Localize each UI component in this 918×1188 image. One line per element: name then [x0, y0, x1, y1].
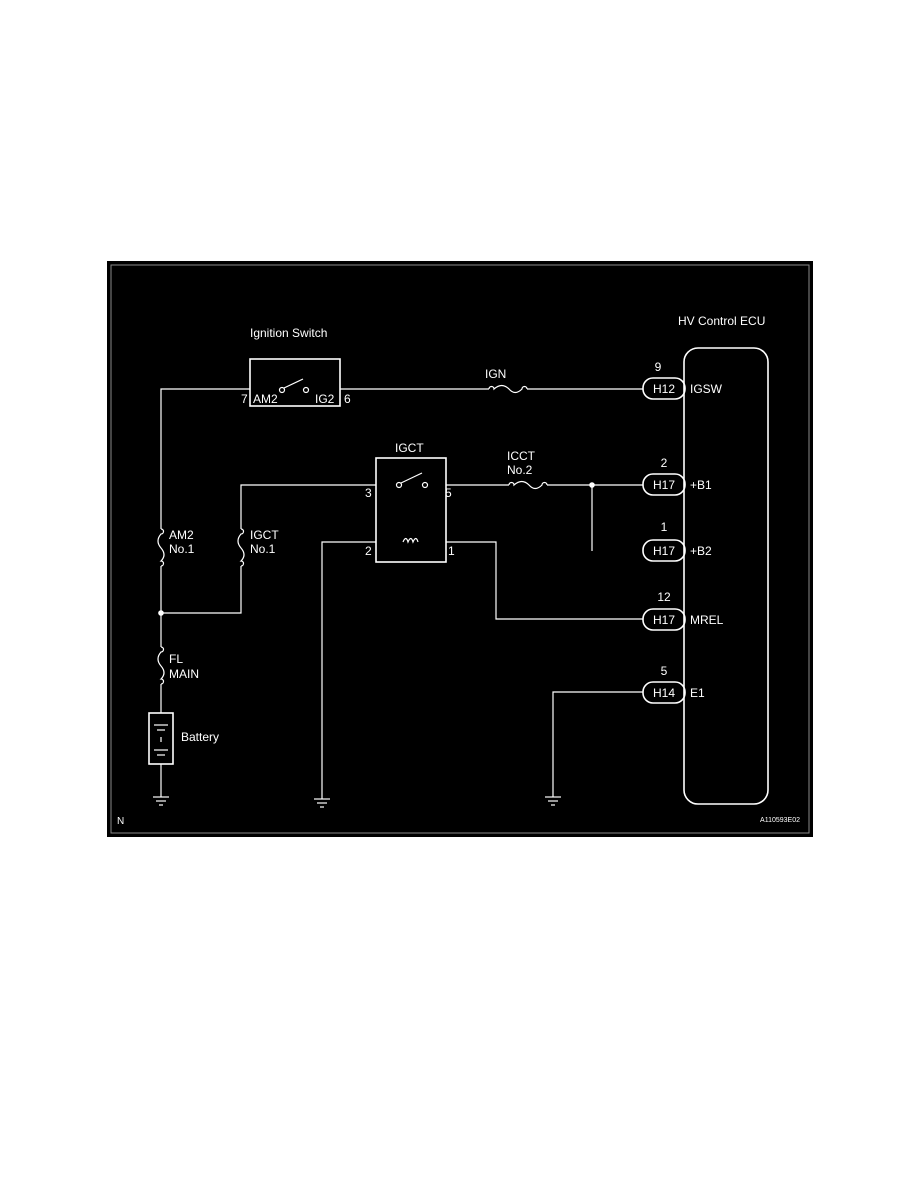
relay-coil-wiring [314, 541, 643, 808]
connector-pin-number: 1 [661, 520, 668, 534]
connector-b2: 1 H17 +B2 [642, 520, 712, 562]
igct-pin-5: 5 [445, 486, 452, 500]
igct-pin-3: 3 [365, 486, 372, 500]
connector-signal: IGSW [690, 382, 723, 396]
wiring-diagram: Ignition Switch 7 AM2 IG2 6 IGN IGCT 3 5… [107, 261, 813, 837]
e1-ground-wiring [545, 691, 643, 806]
ign-switch-pin-7: 7 [241, 392, 248, 406]
igct-relay: IGCT 3 5 2 1 [365, 441, 455, 563]
diagram-background [107, 261, 813, 837]
icct-fuse-icon [508, 480, 548, 490]
connector-code: H17 [653, 544, 675, 558]
connector-e1: 5 H14 E1 [642, 664, 705, 704]
connector-code: H17 [653, 613, 675, 627]
connector-signal: +B1 [690, 478, 712, 492]
connector-mrel: 12 H17 MREL [642, 590, 724, 631]
corner-letter: N [117, 816, 124, 827]
connector-igsw: 9 H12 IGSW [642, 360, 723, 400]
connector-pin-number: 12 [657, 590, 671, 604]
ignition-wiring: IGN [160, 367, 643, 529]
igct-fuse-label-2: No.1 [250, 542, 276, 556]
igct-pin-1: 1 [448, 544, 455, 558]
ign-fuse-label: IGN [485, 367, 506, 381]
connector-signal: E1 [690, 686, 705, 700]
power-supply: AM2 No.1 IGCT No.1 FL MAIN Battery [148, 528, 279, 806]
connector-code: H14 [653, 686, 675, 700]
ign-fuse-icon [488, 384, 528, 394]
battery-label: Battery [181, 730, 219, 744]
ground-icon [545, 796, 561, 806]
connector-pin-number: 5 [661, 664, 668, 678]
icct-fuse-label-1: ICCT [507, 449, 536, 463]
igct-fuse-label-1: IGCT [250, 528, 279, 542]
ground-icon [314, 798, 330, 808]
connector-signal: +B2 [690, 544, 712, 558]
ignition-switch: Ignition Switch 7 AM2 IG2 6 [241, 326, 351, 407]
figure-code: A110593E02 [760, 817, 800, 824]
igct-fuse-icon [237, 528, 245, 567]
am2-fuse-icon [157, 528, 165, 567]
ign-switch-ig2-label: IG2 [315, 392, 335, 406]
ecu-title: HV Control ECU [678, 314, 765, 328]
igct-relay-title: IGCT [395, 441, 424, 455]
fl-main-fuse-label-1: FL [169, 652, 183, 666]
connector-signal: MREL [690, 613, 724, 627]
ground-icon [153, 796, 169, 806]
hv-control-ecu: HV Control ECU [678, 314, 769, 805]
am2-fuse-label-1: AM2 [169, 528, 194, 542]
connector-pin-number: 2 [661, 456, 668, 470]
ign-switch-am2-label: AM2 [253, 392, 278, 406]
connector-code: H17 [653, 478, 675, 492]
ignition-switch-title: Ignition Switch [250, 326, 327, 340]
igct-pin-2: 2 [365, 544, 372, 558]
connector-pin-number: 9 [655, 360, 662, 374]
connector-b1: 2 H17 +B1 [642, 456, 712, 496]
ign-switch-pin-6: 6 [344, 392, 351, 406]
connector-code: H12 [653, 382, 675, 396]
diagram-frame [110, 264, 810, 834]
relay-coil-icon [402, 537, 419, 544]
fl-main-fuse-label-2: MAIN [169, 667, 199, 681]
relay-contact-wiring: ICCT No.2 [240, 449, 643, 551]
icct-fuse-label-2: No.2 [507, 463, 533, 477]
fl-main-fuse-icon [157, 646, 165, 685]
am2-fuse-label-2: No.1 [169, 542, 195, 556]
